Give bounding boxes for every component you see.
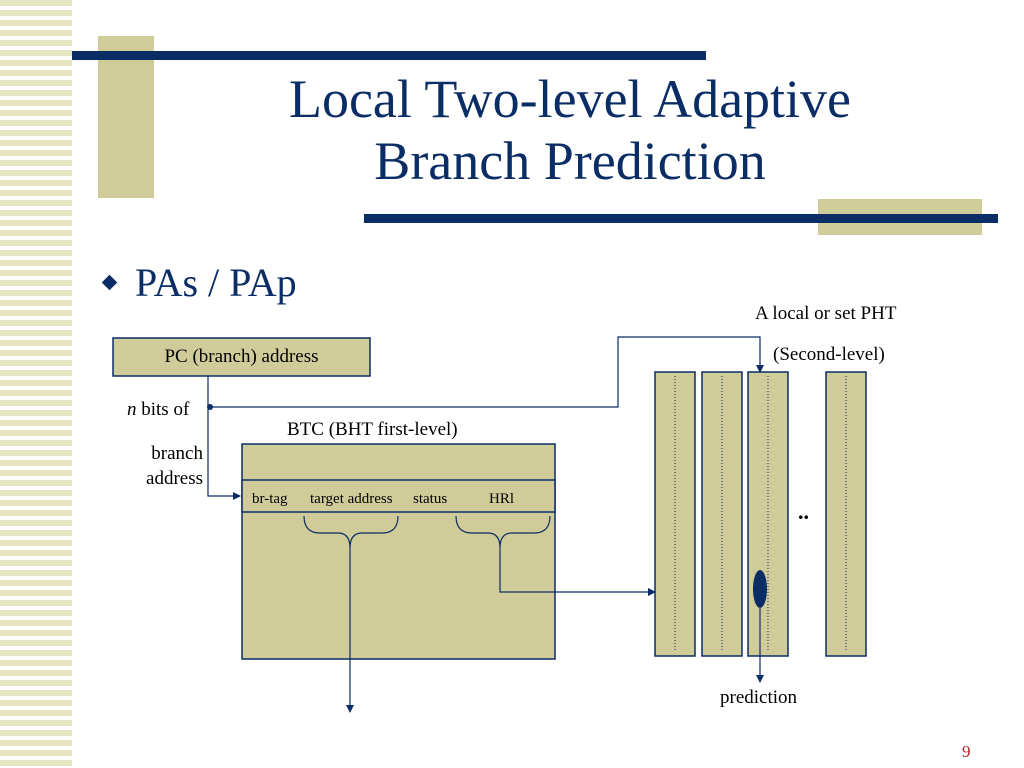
pc-to-pht-line (210, 336, 764, 408)
bullet-item: PAs / PAp (101, 259, 297, 307)
btc-title: BTC (BHT first-level) (287, 419, 458, 440)
btc-table (241, 443, 556, 660)
selected-counter-ellipse (753, 570, 767, 608)
page-number: 9 (962, 742, 971, 761)
field-hrl: HRl (489, 491, 515, 507)
pc-box-label: PC (branch) address (164, 346, 319, 367)
pc-to-btc-arrow (207, 376, 241, 500)
bits-of-text: bits of (141, 399, 190, 420)
prediction-label: prediction (720, 687, 798, 708)
n-bits-label: n bits of (127, 398, 189, 422)
title-khaki-block-left (98, 36, 154, 198)
slide-title-line-2: Branch Prediction (374, 131, 766, 191)
bullet-text: PAs / PAp (135, 260, 297, 305)
pht-label-line-1: A local or set PHT (755, 303, 897, 324)
hrl-to-pht-arrow (499, 548, 656, 596)
address-label: address (146, 468, 203, 489)
pc-address-box (112, 337, 371, 377)
field-target-address: target address (310, 491, 393, 507)
title-top-rule (72, 51, 706, 60)
branch-label: branch (151, 443, 203, 464)
slide-title: Local Two-level Adaptive Branch Predicti… (200, 68, 940, 192)
pht-label-line-2: (Second-level) (773, 344, 885, 365)
left-stripe-decoration (0, 0, 72, 768)
n-italic: n (127, 399, 137, 420)
slide-title-line-1: Local Two-level Adaptive (288, 69, 852, 129)
ellipsis-dots: .. (798, 499, 809, 524)
btc-entry-row (241, 479, 556, 513)
title-bottom-rule (364, 214, 998, 223)
field-status: status (413, 491, 448, 507)
field-br-tag: br-tag (252, 491, 288, 507)
